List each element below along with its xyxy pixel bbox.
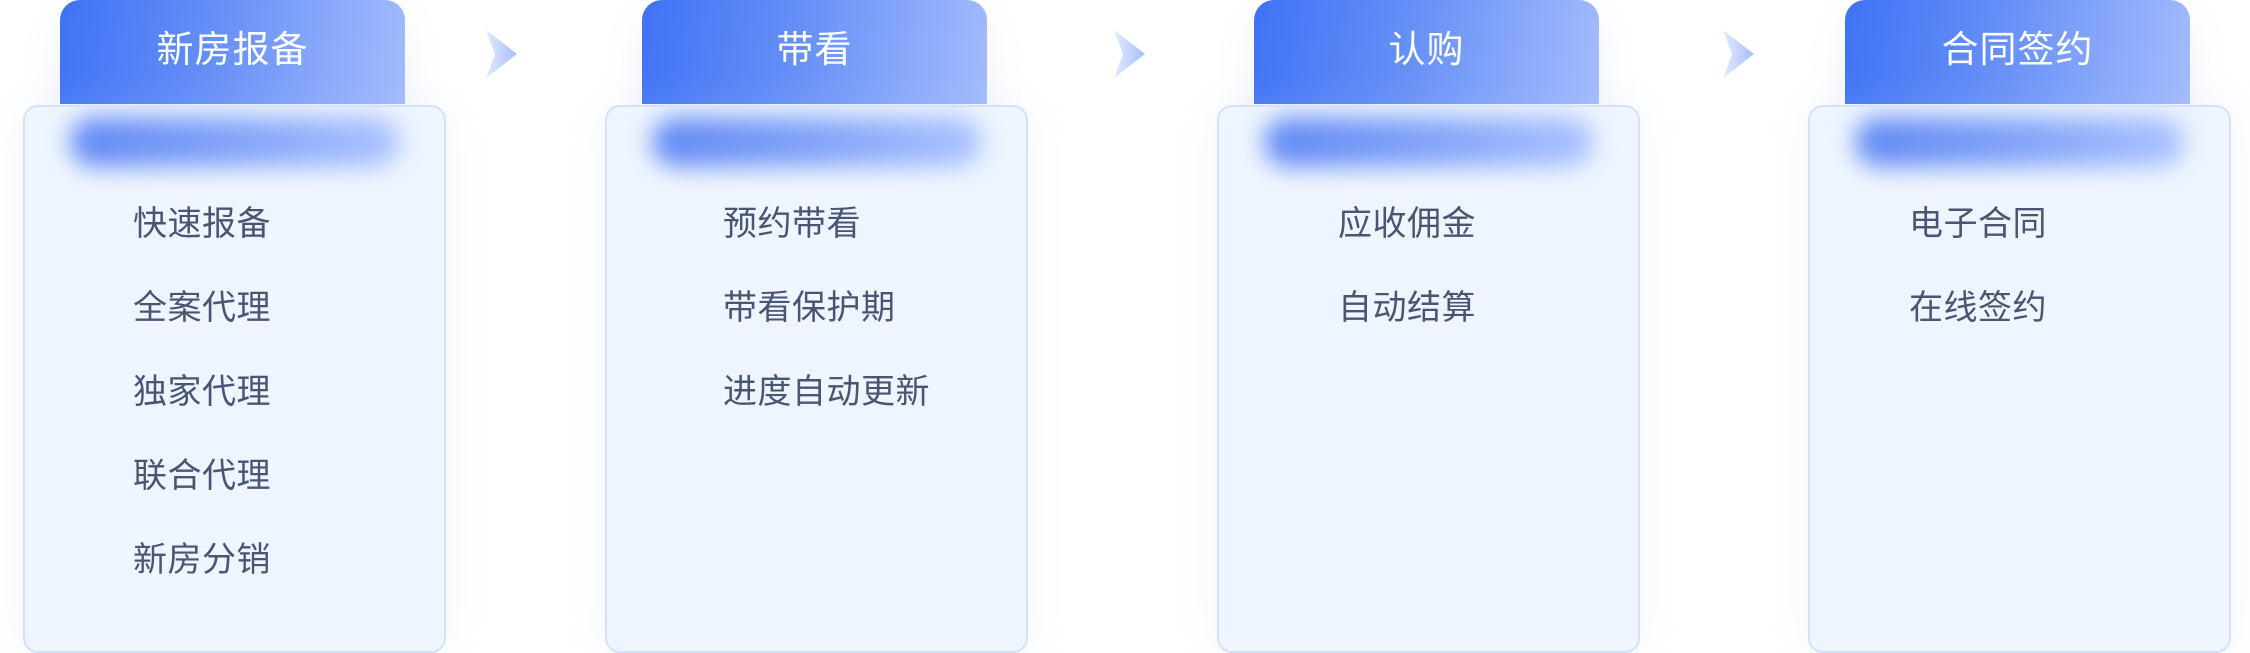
stage-card: 应收佣金 自动结算: [1217, 105, 1640, 653]
stage-title: 合同签约: [1941, 28, 2094, 71]
card-glow-decoration: [1264, 117, 1594, 167]
list-item: 全案代理: [133, 288, 271, 328]
stage-viewing: 带看 预约带看 带看保护期 进度自动更新: [605, 0, 1028, 653]
chevron-right-icon: [486, 30, 517, 78]
list-item: 电子合同: [1909, 204, 2047, 244]
stage-header-tab: 合同签约: [1845, 0, 2190, 104]
card-glow-decoration: [70, 117, 400, 167]
stage-card: 电子合同 在线签约: [1808, 105, 2231, 653]
stage-subscription: 认购 应收佣金 自动结算: [1217, 0, 1640, 653]
stage-contract-signing: 合同签约 电子合同 在线签约: [1808, 0, 2231, 653]
list-item: 快速报备: [133, 204, 271, 244]
chevron-right-icon: [1723, 30, 1754, 78]
list-item: 应收佣金: [1338, 204, 1476, 244]
stage-item-list: 快速报备 全案代理 独家代理 联合代理 新房分销: [133, 202, 271, 622]
list-item: 进度自动更新: [723, 372, 930, 412]
stage-header-tab: 认购: [1254, 0, 1599, 104]
list-item: 预约带看: [723, 204, 861, 244]
stage-title: 带看: [776, 28, 853, 71]
list-item: 新房分销: [133, 540, 271, 580]
stage-new-house-report: 新房报备 快速报备 全案代理 独家代理 联合代理 新房分销: [23, 0, 446, 653]
list-item: 独家代理: [133, 372, 271, 412]
stage-item-list: 电子合同 在线签约: [1909, 202, 2047, 370]
stage-card: 预约带看 带看保护期 进度自动更新: [605, 105, 1028, 653]
chevron-right-icon: [1114, 30, 1145, 78]
list-item: 联合代理: [133, 456, 271, 496]
stage-header-tab: 带看: [642, 0, 987, 104]
stage-title: 认购: [1388, 28, 1465, 71]
stage-header-tab: 新房报备: [60, 0, 405, 104]
list-item: 在线签约: [1909, 288, 2047, 328]
card-glow-decoration: [1855, 117, 2185, 167]
stage-card: 快速报备 全案代理 独家代理 联合代理 新房分销: [23, 105, 446, 653]
stage-item-list: 应收佣金 自动结算: [1338, 202, 1476, 370]
list-item: 自动结算: [1338, 288, 1476, 328]
stage-item-list: 预约带看 带看保护期 进度自动更新: [723, 202, 930, 454]
list-item: 带看保护期: [723, 288, 896, 328]
card-glow-decoration: [652, 117, 982, 167]
stage-title: 新房报备: [156, 28, 309, 71]
